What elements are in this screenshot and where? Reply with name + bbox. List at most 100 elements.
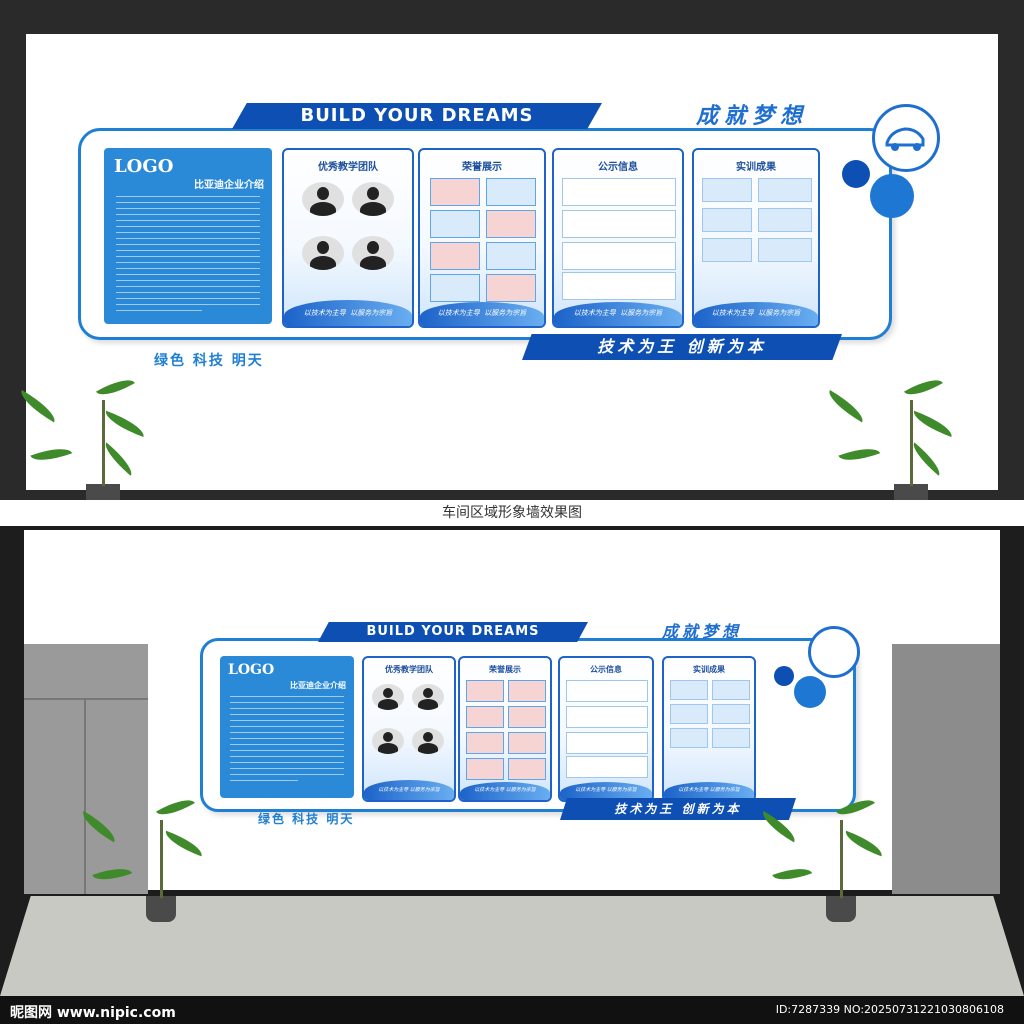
green-slogan: 绿色 科技 明天 bbox=[258, 812, 355, 826]
card-wave bbox=[284, 300, 412, 326]
green-slogan: 绿色 科技 明天 bbox=[154, 353, 264, 369]
decor-circle-large bbox=[870, 174, 914, 218]
intro-panel: LOGO 比亚迪企业介绍 bbox=[220, 656, 354, 798]
honor-frame bbox=[508, 758, 546, 780]
card-title: 实训成果 bbox=[736, 162, 776, 173]
potted-plant-right-bottom bbox=[757, 792, 890, 930]
gear-car-icon bbox=[872, 104, 940, 172]
site-watermark: 昵图网 www.nipic.com bbox=[10, 1005, 176, 1021]
potted-plant-left-bottom bbox=[77, 792, 210, 930]
card-team: 优秀教学团队 以技术为主导 以服务为宗旨 bbox=[362, 656, 456, 802]
notice-row bbox=[566, 706, 648, 728]
bottom-display: BUILD YOUR DREAMS 成就梦想 LOGO 比亚迪企业介绍 优秀教学… bbox=[0, 526, 1024, 846]
result-box bbox=[702, 238, 752, 262]
caption: 车间区域形象墙效果图 bbox=[0, 500, 1024, 526]
card-foot: 以技术为主导 以服务为宗旨 bbox=[378, 787, 440, 793]
honor-frame bbox=[486, 178, 536, 206]
watermark-footer: 昵图网 www.nipic.com ID:7287339 NO:20250731… bbox=[0, 996, 1024, 1024]
honor-frame bbox=[508, 706, 546, 728]
banner: BUILD YOUR DREAMS bbox=[232, 103, 602, 129]
avatar bbox=[412, 684, 444, 710]
result-box bbox=[712, 704, 750, 724]
honor-frame bbox=[430, 178, 480, 206]
gear-car-icon bbox=[808, 626, 860, 678]
card-title: 优秀教学团队 bbox=[385, 665, 433, 674]
intro-title: 比亚迪企业介绍 bbox=[194, 180, 264, 191]
door-right bbox=[892, 644, 1000, 894]
decor-circle-small bbox=[774, 666, 794, 686]
card-results: 实训成果 以技术为主导 以服务为宗旨 bbox=[662, 656, 756, 802]
card-foot: 以技术为主导 以服务为宗旨 bbox=[573, 309, 663, 317]
notice-row bbox=[566, 732, 648, 754]
card-foot: 以技术为主导 以服务为宗旨 bbox=[678, 787, 740, 793]
avatar bbox=[412, 728, 444, 754]
card-honors: 荣誉展示 以技术为主导 以服务为宗旨 bbox=[418, 148, 546, 328]
honor-frame bbox=[508, 680, 546, 702]
avatar bbox=[372, 728, 404, 754]
card-wave bbox=[420, 302, 544, 326]
intro-body-lines bbox=[230, 696, 344, 786]
card-wave bbox=[560, 782, 652, 800]
avatar bbox=[372, 684, 404, 710]
banner: BUILD YOUR DREAMS bbox=[318, 622, 588, 642]
card-title: 荣誉展示 bbox=[462, 162, 502, 173]
card-team: 优秀教学团队 以技术为主导 以服务为宗旨 bbox=[282, 148, 414, 328]
intro-body-lines bbox=[116, 196, 260, 316]
avatar bbox=[352, 182, 394, 216]
honor-frame bbox=[466, 732, 504, 754]
honor-frame bbox=[430, 242, 480, 270]
notice-row bbox=[566, 680, 648, 702]
top-display: BUILD YOUR DREAMS 成就梦想 LOGO 比亚迪企业介绍 优秀教学… bbox=[0, 0, 1024, 500]
result-box bbox=[712, 680, 750, 700]
logo-text: LOGO bbox=[228, 662, 275, 678]
card-foot: 以技术为主导 以服务为宗旨 bbox=[711, 309, 801, 317]
honor-frame bbox=[486, 210, 536, 238]
avatar bbox=[302, 182, 344, 216]
bottom-slogan-bar: 技术为王 创新为本 bbox=[522, 334, 842, 360]
result-box bbox=[670, 728, 708, 748]
card-title: 实训成果 bbox=[693, 665, 725, 674]
result-box bbox=[758, 238, 812, 262]
card-wave bbox=[694, 302, 818, 326]
honor-frame bbox=[466, 680, 504, 702]
card-title: 公示信息 bbox=[590, 665, 622, 674]
result-box bbox=[758, 178, 812, 202]
intro-title: 比亚迪企业介绍 bbox=[290, 681, 346, 690]
slogan-text: 成就梦想 bbox=[696, 104, 809, 129]
result-box bbox=[670, 704, 708, 724]
card-notice: 公示信息 以技术为主导 以服务为宗旨 bbox=[552, 148, 684, 328]
result-box bbox=[702, 208, 752, 232]
card-foot: 以技术为主导 以服务为宗旨 bbox=[575, 787, 637, 793]
door-left bbox=[24, 644, 148, 894]
result-box bbox=[758, 208, 812, 232]
honor-frame bbox=[466, 706, 504, 728]
card-notice: 公示信息 以技术为主导 以服务为宗旨 bbox=[558, 656, 654, 802]
potted-plant-right bbox=[823, 372, 958, 520]
card-foot: 以技术为主导 以服务为宗旨 bbox=[303, 309, 393, 317]
card-wave bbox=[460, 782, 550, 800]
card-results: 实训成果 以技术为主导 以服务为宗旨 bbox=[692, 148, 820, 328]
card-title: 优秀教学团队 bbox=[318, 162, 378, 173]
notice-row bbox=[562, 178, 676, 206]
avatar bbox=[352, 236, 394, 270]
logo-text: LOGO bbox=[114, 156, 174, 177]
decor-circle-small bbox=[842, 160, 870, 188]
honor-frame bbox=[466, 758, 504, 780]
honor-frame bbox=[508, 732, 546, 754]
intro-panel: LOGO 比亚迪企业介绍 bbox=[104, 148, 272, 324]
honor-frame bbox=[486, 242, 536, 270]
card-title: 荣誉展示 bbox=[489, 665, 521, 674]
result-box bbox=[702, 178, 752, 202]
notice-row bbox=[562, 242, 676, 270]
image-id: ID:7287339 NO:20250731221030806108 bbox=[775, 1003, 1004, 1016]
honor-frame bbox=[430, 210, 480, 238]
bottom-slogan-bar: 技术为王 创新为本 bbox=[560, 798, 796, 820]
card-wave bbox=[554, 302, 682, 326]
honor-frame bbox=[430, 274, 480, 302]
card-wave bbox=[664, 782, 754, 800]
result-box bbox=[670, 680, 708, 700]
card-foot: 以技术为主导 以服务为宗旨 bbox=[474, 787, 536, 793]
honor-frame bbox=[486, 274, 536, 302]
decor-circle-large bbox=[794, 676, 826, 708]
card-wave bbox=[364, 780, 454, 800]
